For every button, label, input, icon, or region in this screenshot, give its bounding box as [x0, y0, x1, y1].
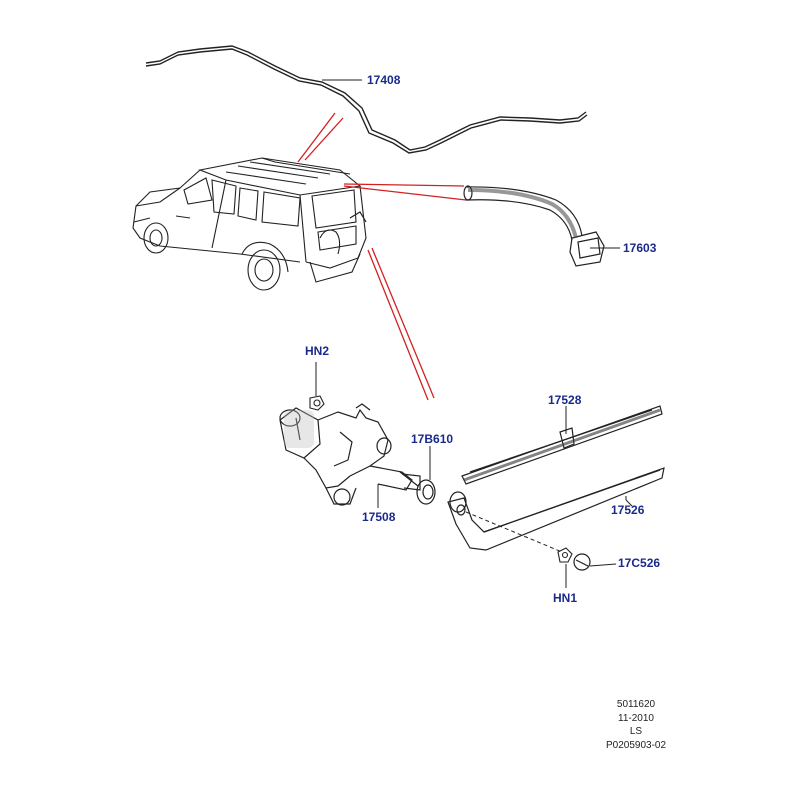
callout-nut-motor: HN2: [305, 344, 330, 358]
footer-code: LS: [629, 726, 643, 737]
callout-seal: 17B610: [411, 432, 454, 446]
nut-hn2-drawing: [309, 395, 325, 411]
callout-wiper-arm: 17526: [611, 503, 645, 517]
washer-jet-hose-shade: [467, 188, 578, 239]
assembly-axis-dashed: [465, 511, 563, 553]
leader-lines-red: [297, 112, 467, 401]
wiper-blade-shade: [463, 408, 661, 482]
callout-washer-jet: 17603: [623, 241, 657, 255]
seal-drawing: [416, 479, 436, 505]
tailgate-wiper-mark: [349, 211, 367, 223]
callout-arm-cap: 17C526: [618, 556, 661, 570]
callout-wiper-motor: 17508: [362, 510, 396, 524]
callout-wiper-blade: 17528: [548, 393, 582, 407]
washer-jet-drawing: [463, 185, 605, 267]
footer-ref-number: 5011620: [616, 699, 656, 710]
callout-leaders: [315, 79, 633, 588]
motor-housing-shade: [284, 410, 314, 448]
drawing-footer: 5011620 11-2010 LS P0205903-02: [590, 698, 682, 752]
vehicle-drawing: [132, 157, 367, 291]
callout-nut-arm: HN1: [553, 591, 578, 605]
wiper-arm-drawing: [447, 467, 665, 551]
washer-hose-drawing: [145, 45, 588, 154]
footer-date: 11-2010: [618, 712, 654, 724]
footer-drawing-id: P0205903-02: [605, 739, 667, 751]
wiper-motor-drawing: [279, 403, 421, 506]
nut-hn1-drawing: [557, 547, 573, 563]
callout-washer-hose: 17408: [367, 73, 401, 87]
cap-drawing: [573, 553, 591, 571]
